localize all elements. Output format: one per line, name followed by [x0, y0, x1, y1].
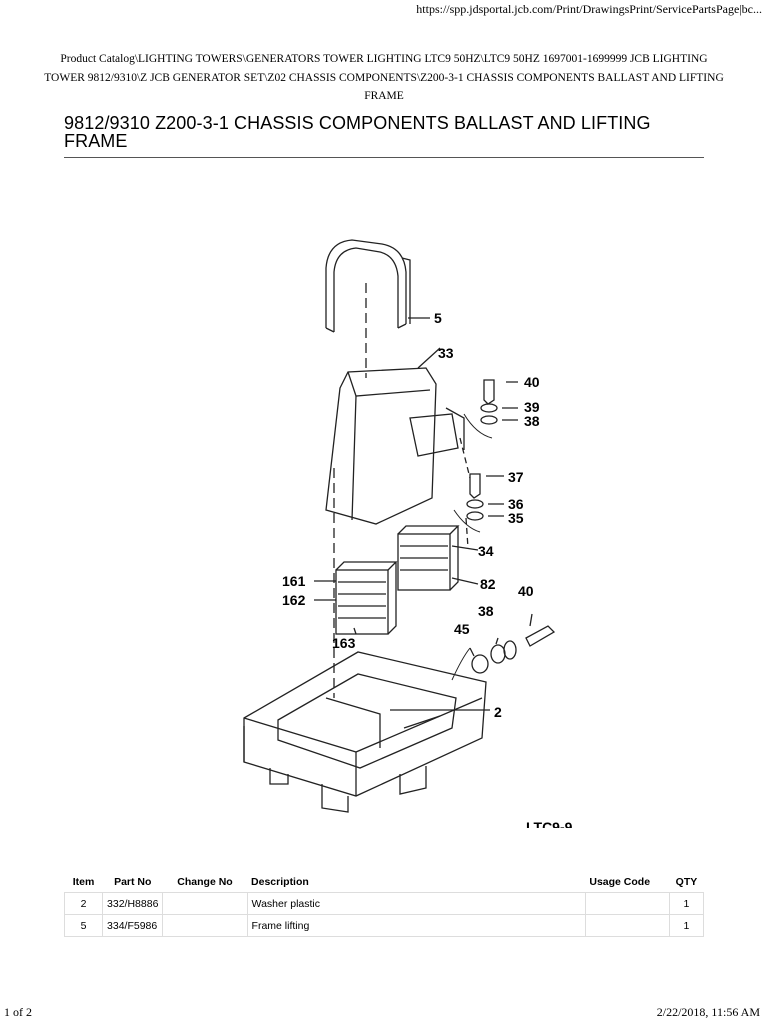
cell-description: Washer plastic [247, 892, 586, 915]
callout-161: 161 [282, 573, 306, 589]
callout-163: 163 [332, 635, 356, 651]
cell-change-no [162, 892, 248, 915]
col-item: Item [72, 876, 95, 888]
drawing-code: LTC9-9 [526, 819, 573, 828]
parts-table-header: Item Part No Change No Description Usage… [65, 872, 704, 893]
callout-37: 37 [508, 469, 524, 485]
callout-33: 33 [438, 345, 454, 361]
col-part-no: Part No [114, 876, 152, 888]
cell-description: Frame lifting [247, 914, 586, 937]
callout-40-top: 40 [524, 374, 540, 390]
parts-table: Item Part No Change No Description Usage… [63, 872, 705, 937]
cell-part-no: 332/H8886 [102, 892, 164, 915]
chassis-base-part [243, 651, 487, 813]
table-row: 5 334/F5986 Frame lifting 1 [63, 914, 705, 937]
page-url: https://spp.jdsportal.jcb.com/Print/Draw… [416, 2, 762, 16]
callout-82: 82 [480, 576, 496, 592]
page-number: 1 of 2 [4, 1005, 32, 1019]
cell-change-no [162, 914, 248, 937]
callout-35: 35 [508, 510, 524, 526]
cell-item: 2 [63, 892, 104, 915]
col-description: Description [251, 876, 309, 888]
tower-housing-part [325, 367, 465, 525]
callout-2: 2 [494, 704, 502, 720]
col-usage-code: Usage Code [589, 876, 651, 888]
lifting-frame-part [325, 239, 411, 333]
callout-162: 162 [282, 592, 306, 608]
callout-40-side: 40 [518, 583, 534, 599]
callout-36: 36 [508, 496, 524, 512]
fastener-set-upper [463, 379, 498, 439]
exploded-parts-drawing: 5 33 40 39 38 37 36 35 34 161 162 82 163… [230, 228, 580, 828]
drawing-svg: 5 33 40 39 38 37 36 35 34 161 162 82 163… [243, 239, 573, 828]
cell-usage-code [585, 914, 670, 937]
callout-45: 45 [454, 621, 470, 637]
page-title: 9812/9310 Z200-3-1 CHASSIS COMPONENTS BA… [64, 114, 704, 158]
callout-5: 5 [434, 310, 442, 326]
ballast-weight-lower-part [335, 561, 398, 635]
callout-38-top: 38 [524, 413, 540, 429]
cell-part-no: 334/F5986 [102, 914, 164, 937]
ballast-weight-upper-part [397, 525, 460, 591]
cell-usage-code [585, 892, 670, 915]
cell-qty: 1 [669, 892, 705, 915]
fastener-set-middle [453, 473, 484, 533]
print-timestamp: 2/22/2018, 11:56 AM [656, 1005, 760, 1019]
callout-34: 34 [478, 543, 494, 559]
table-row: 2 332/H8886 Washer plastic 1 [63, 892, 705, 915]
breadcrumb: Product Catalog\LIGHTING TOWERS\GENERATO… [44, 53, 724, 102]
fastener-set-side [451, 625, 556, 681]
callout-38-side: 38 [478, 603, 494, 619]
col-change-no: Change No [177, 876, 233, 888]
cell-item: 5 [63, 914, 104, 937]
col-qty: QTY [675, 876, 698, 888]
callout-39: 39 [524, 399, 540, 415]
cell-qty: 1 [669, 914, 705, 937]
